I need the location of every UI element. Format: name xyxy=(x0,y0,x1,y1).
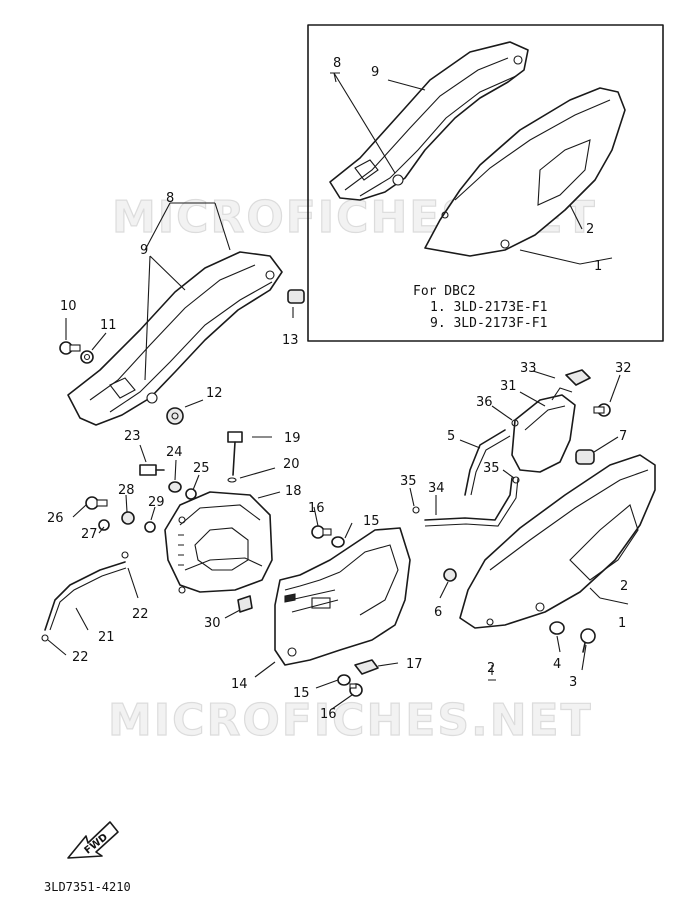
callout-15-lower: 15 xyxy=(293,686,310,701)
screw-3 xyxy=(580,628,596,653)
callout-24: 24 xyxy=(166,445,183,460)
inset-frame xyxy=(307,24,664,342)
hose-5 xyxy=(464,429,506,496)
inset-side-cover-1 xyxy=(424,87,626,257)
battery-box-14 xyxy=(274,527,411,666)
nut-11 xyxy=(80,350,94,364)
washer-15-lower xyxy=(337,674,351,686)
inset-note-line2: 9. 3LD-2173F-F1 xyxy=(430,316,547,331)
cap-33 xyxy=(565,369,591,386)
cap-17 xyxy=(354,659,379,675)
callout-35-left: 35 xyxy=(400,474,417,489)
grommet-7 xyxy=(575,449,595,465)
callout-27: 27 xyxy=(81,527,98,542)
callout-1-right: 1 xyxy=(618,616,626,631)
callout-3: 3 xyxy=(569,675,577,690)
left-cover-assembly xyxy=(59,251,305,426)
callout-9: 9 xyxy=(140,243,148,258)
fitting-23 xyxy=(139,464,165,476)
hose-21 xyxy=(44,561,126,631)
callout-21: 21 xyxy=(98,630,115,645)
callout-1-inset: 1 xyxy=(594,259,602,274)
callout-2-inset: 2 xyxy=(586,222,594,237)
callout-30: 30 xyxy=(204,616,221,631)
washer-27 xyxy=(98,519,110,531)
callout-15-upper: 15 xyxy=(363,514,380,529)
inset-note-heading: For DBC2 xyxy=(413,284,476,299)
bolt-32 xyxy=(593,403,611,417)
inset-box: 8 9 2 1 For DBC2 1. 3LD-2173E-F1 9. 3LD-… xyxy=(307,24,664,342)
nut-6 xyxy=(443,568,457,582)
callout-31: 31 xyxy=(500,379,517,394)
callout-6: 6 xyxy=(434,605,442,620)
clip-22-upper xyxy=(121,551,129,559)
inset-note-line1: 1. 3LD-2173E-F1 xyxy=(430,300,547,315)
callout-4: 4 xyxy=(553,657,561,672)
hose-34 xyxy=(424,477,513,521)
dipstick-19 xyxy=(227,431,243,476)
washer-24 xyxy=(168,481,182,493)
bolt-16-upper xyxy=(311,525,332,539)
bolt-10 xyxy=(59,341,81,355)
callout-34: 34 xyxy=(428,481,445,496)
callout-26: 26 xyxy=(47,511,64,526)
callout-18: 18 xyxy=(285,484,302,499)
callout-36: 36 xyxy=(476,395,493,410)
cap-25 xyxy=(185,488,197,500)
callout-16-lower: 16 xyxy=(320,707,337,722)
damper-28 xyxy=(121,511,135,525)
callout-22-upper: 22 xyxy=(132,607,149,622)
bracket-30 xyxy=(237,595,253,613)
clip-35-right xyxy=(512,476,520,484)
callout-33: 33 xyxy=(520,361,537,376)
callout-35-right: 35 xyxy=(483,461,500,476)
washer-4 xyxy=(549,621,565,635)
reservoir-tank-31 xyxy=(511,387,576,473)
fwd-arrow-icon: FWD xyxy=(67,821,119,859)
clip-22-lower xyxy=(41,634,49,642)
callout-12: 12 xyxy=(206,386,223,401)
callout-32: 32 xyxy=(615,361,632,376)
bolt-16-lower xyxy=(349,683,363,697)
callout-29: 29 xyxy=(148,495,165,510)
callout-19: 19 xyxy=(284,431,301,446)
o-ring-20 xyxy=(227,477,237,483)
callout-16-upper: 16 xyxy=(308,501,325,516)
callout-23: 23 xyxy=(124,429,141,444)
right-side-cover-1 xyxy=(459,454,656,629)
callout-5: 5 xyxy=(447,429,455,444)
grommet-13 xyxy=(287,289,305,304)
callout-8: 8 xyxy=(166,191,174,206)
callout-28: 28 xyxy=(118,483,135,498)
callout-22-lower: 22 xyxy=(72,650,89,665)
callout-11: 11 xyxy=(100,318,117,333)
callout-20: 20 xyxy=(283,457,300,472)
air-filter-case-18 xyxy=(164,491,273,594)
callout-7: 7 xyxy=(619,429,627,444)
callout-13: 13 xyxy=(282,333,299,348)
callout-17: 17 xyxy=(406,657,423,672)
collar-29 xyxy=(144,521,156,533)
diagram-code: 3LD7351-4210 xyxy=(44,880,131,894)
watermark-bottom: MICROFICHES.NET xyxy=(108,695,593,746)
clip-36 xyxy=(511,419,519,427)
bolt-26 xyxy=(85,496,108,510)
clip-35-left xyxy=(412,506,420,514)
washer-15-upper xyxy=(331,536,345,548)
callout-2-lower: 2 xyxy=(487,661,495,676)
callout-2-right: 2 xyxy=(620,579,628,594)
callout-8-inset: 8 xyxy=(333,56,341,71)
nut-12 xyxy=(166,407,184,425)
callout-14: 14 xyxy=(231,677,248,692)
callout-9-inset: 9 xyxy=(371,65,379,80)
callout-25: 25 xyxy=(193,461,210,476)
callout-10: 10 xyxy=(60,299,77,314)
